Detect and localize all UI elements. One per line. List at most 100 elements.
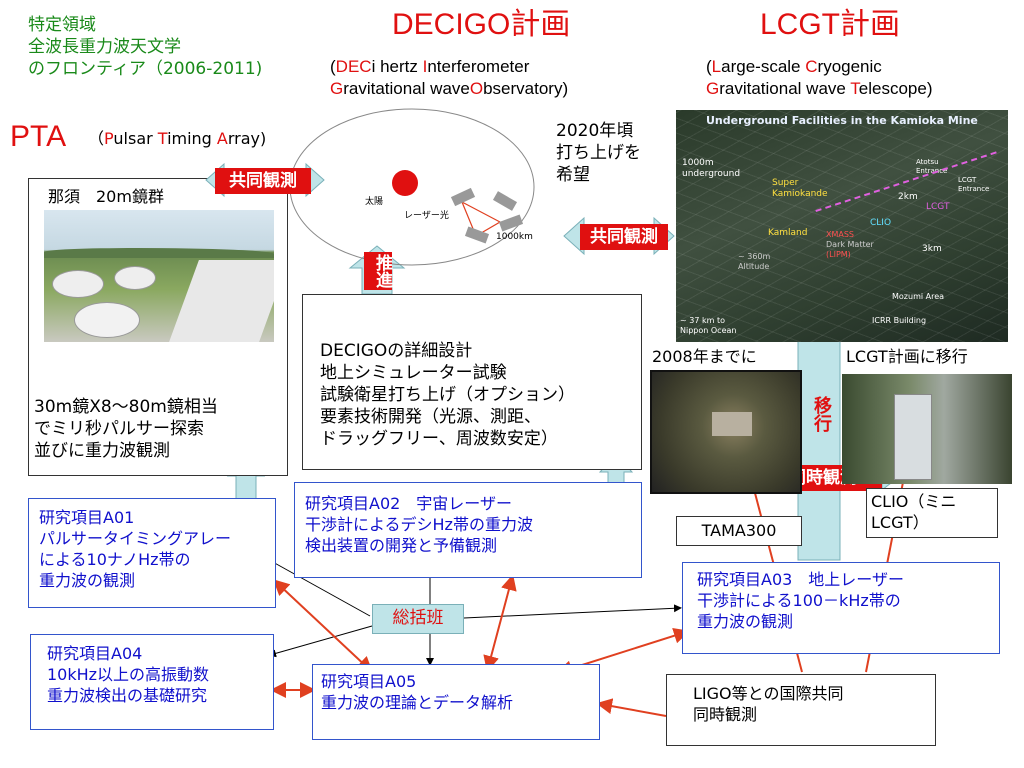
nasu-label: 那須 20m鏡群 — [48, 187, 164, 206]
text: Atotsu — [916, 158, 939, 166]
ligo-box: LIGO等との国際共同 同時観測 — [666, 674, 936, 746]
a02-line: 干渉計によるデシHz帯の重力波 — [305, 515, 533, 534]
lcgt-subtitle: (Large-scale Cryogenic Gravitational wav… — [706, 56, 933, 100]
decigo-plan-line: ドラッグフリー、周波数安定） — [320, 429, 558, 449]
launch-2020: 2020年頃 打ち上げを 希望 — [556, 120, 641, 186]
ligo-line: LIGO等との国際共同 — [693, 684, 844, 703]
text: bservatory) — [483, 79, 569, 98]
area-title-line: 特定領域 — [28, 15, 96, 35]
text: G — [330, 79, 344, 98]
text: nterferometer — [427, 57, 530, 76]
sun — [392, 170, 418, 196]
tama300-photo — [650, 370, 802, 494]
text: XMASS — [826, 230, 855, 239]
soukatsu-han: 総括班 — [372, 604, 464, 634]
a02-line: 検出装置の開発と予備観測 — [305, 536, 498, 555]
decigo-plan-text: DECIGOの詳細設計 地上シミュレーター試験 試験衛星打ち上げ（オプション） … — [320, 340, 575, 450]
decigo-subtitle: (DECi hertz Interferometer Gravitational… — [330, 56, 568, 100]
clio-line: CLIO（ミニ — [871, 492, 957, 511]
a05-line: 研究項目A05 — [321, 672, 417, 691]
migrate-tag: 移行 — [811, 396, 832, 432]
clio-line: LCGT） — [871, 513, 929, 532]
mine-3km: 3km — [922, 244, 942, 254]
a03-line: 重力波の観測 — [697, 612, 794, 631]
radio-telescope-photo — [44, 210, 274, 342]
mine-lcgt: LCGT — [926, 202, 950, 212]
pta-subtitle: （Pulsar Timing Array) — [88, 128, 266, 149]
text: underground — [682, 169, 741, 179]
text: O — [469, 79, 484, 98]
project-a03: 研究項目A03 地上レーザー 干渉計による100－kHz帯の 重力波の観測 — [682, 562, 1000, 654]
text: Kamiokande — [772, 189, 828, 199]
a03-line: 干渉計による100－kHz帯の — [697, 591, 901, 610]
a01-line: パルサータイミングアレー — [39, 529, 232, 548]
text: i hertz — [371, 57, 423, 76]
text: Altitude — [738, 262, 770, 271]
mine-heading: Underground Facilities in the Kamioka Mi… — [706, 114, 978, 127]
text: iming — [167, 129, 217, 148]
a02-line: 研究項目A02 宇宙レーザー — [305, 494, 512, 513]
mine-icrr: ICRR Building — [872, 316, 927, 325]
area-title-line: 全波長重力波天文学 — [28, 37, 181, 57]
clio-photo — [842, 374, 1012, 484]
text: Entrance — [958, 185, 990, 193]
area-title: 特定領域 全波長重力波天文学 のフロンティア（2006-2011) — [28, 14, 262, 80]
distance-label: 1000km — [496, 232, 533, 242]
mine-kamland: Kamland — [768, 228, 808, 238]
launch-line: 打ち上げを — [556, 143, 641, 163]
text: C — [805, 57, 818, 76]
clio-label: CLIO（ミニ LCGT） — [866, 488, 998, 538]
mine-2km: 2km — [898, 192, 918, 202]
kamioka-mine-photo: Underground Facilities in the Kamioka Mi… — [676, 110, 1008, 342]
text: Nippon Ocean — [680, 326, 737, 335]
joint-obs-tag-right: 共同観測 — [580, 224, 668, 250]
a01-line: 研究項目A01 — [39, 508, 135, 527]
launch-line: 希望 — [556, 165, 590, 185]
text: (LIPM) — [826, 250, 851, 259]
mine-clio: CLIO — [870, 218, 892, 228]
text: Dark Matter — [826, 240, 874, 249]
joint-obs-tag-left: 共同観測 — [215, 168, 311, 194]
a01-line: による10ナノHz帯の — [39, 550, 191, 569]
text: rray) — [227, 129, 267, 148]
project-a01: 研究項目A01 パルサータイミングアレー による10ナノHz帯の 重力波の観測 — [28, 498, 276, 608]
building — [712, 412, 752, 436]
text: arge-scale — [721, 57, 806, 76]
text: elescope) — [858, 79, 933, 98]
pta-title: PTA — [10, 120, 67, 153]
mine-mozumi: Mozumi Area — [892, 292, 945, 301]
nasu-text-line: 並びに重力波観測 — [34, 441, 170, 461]
a04-line: 研究項目A04 — [47, 644, 143, 663]
text: ( — [706, 57, 712, 76]
laser-label: レーザー光 — [404, 211, 449, 221]
text: ~ 360m — [738, 252, 771, 261]
text: ryogenic — [817, 57, 882, 76]
text: （ — [88, 129, 105, 148]
text: I — [422, 57, 428, 76]
a04-line: 重力波検出の基礎研究 — [47, 686, 208, 705]
nasu-text-line: 30m鏡X8～80m鏡相当 — [34, 397, 218, 417]
decigo-plan-line: DECIGOの詳細設計 — [320, 341, 473, 361]
tama300-label: TAMA300 — [676, 516, 802, 546]
lcgt-title: LCGT計画 — [760, 8, 901, 41]
text: 1000m — [682, 158, 714, 168]
text: LCGT — [958, 176, 977, 184]
laser-triangle — [460, 200, 502, 237]
nasu-text-line: でミリ秒パルサー探索 — [34, 419, 204, 439]
project-a05: 研究項目A05 重力波の理論とデータ解析 — [312, 664, 600, 740]
text: L — [711, 57, 722, 76]
a03-line: 研究項目A03 地上レーザー — [697, 570, 904, 589]
lcgt-transition: LCGT計画に移行 — [846, 347, 968, 366]
launch-line: 2020年頃 — [556, 121, 634, 141]
text: T — [157, 129, 168, 148]
cryostat — [894, 394, 932, 480]
text: Super — [772, 178, 799, 188]
text: ravitational wave — [719, 79, 851, 98]
decigo-plan-line: 試験衛星打ち上げ（オプション） — [320, 385, 575, 405]
